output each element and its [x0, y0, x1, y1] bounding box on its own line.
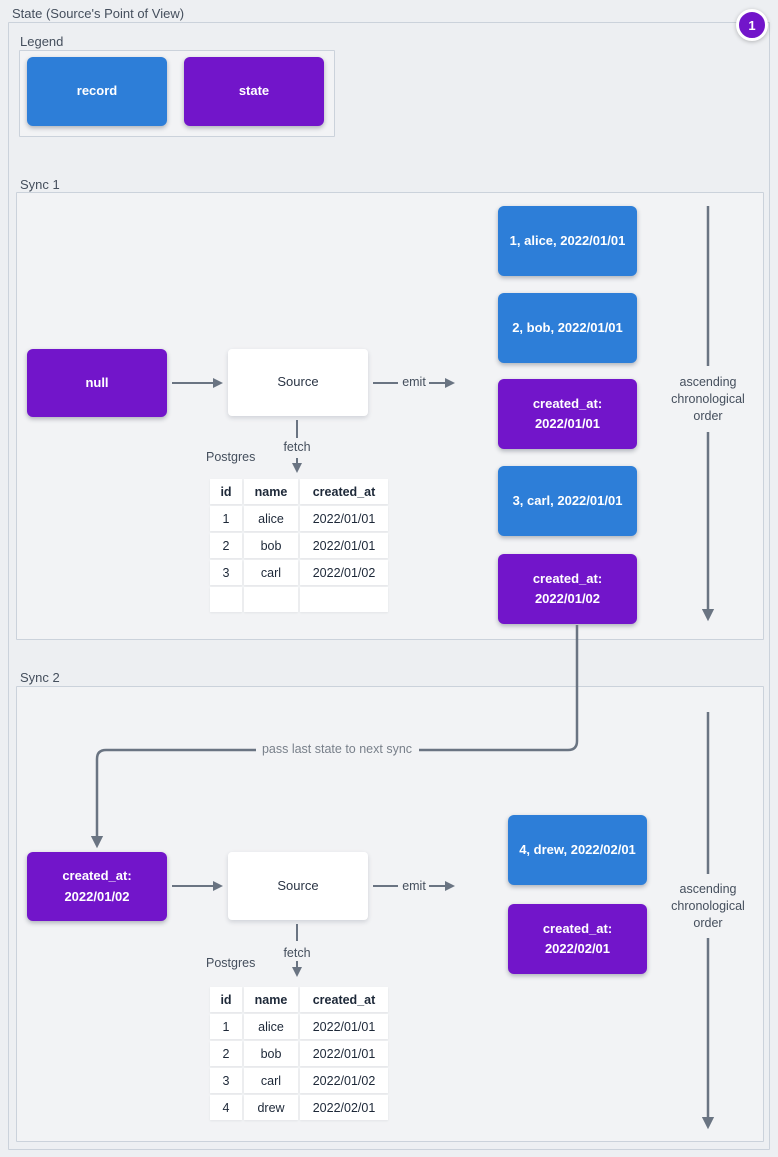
table-cell: bob: [244, 1041, 298, 1066]
table-row: 2 bob 2022/01/01: [210, 1041, 388, 1066]
table-cell: 2022/01/01: [300, 533, 388, 558]
sync2-input-state-node: created_at: 2022/01/02: [27, 852, 167, 921]
sync2-order-note: ascending chronological order: [671, 882, 745, 930]
table-cell: bob: [244, 533, 298, 558]
table-cell: 2022/01/02: [300, 1068, 388, 1093]
table-cell: [210, 587, 242, 612]
sync1-input-state-node: null: [27, 349, 167, 417]
table-cell: 2022/01/02: [300, 560, 388, 585]
sync2-source-node: Source: [228, 852, 368, 920]
sync1-emitted-record-3: 3, carl, 2022/01/01: [498, 466, 637, 536]
sync1-emitted-state-2: created_at: 2022/01/02: [498, 554, 637, 624]
table-row: 3 carl 2022/01/02: [210, 560, 388, 585]
table-cell: 2022/01/01: [300, 506, 388, 531]
table-header-cell: id: [210, 987, 242, 1012]
table-cell: [300, 587, 388, 612]
sync2-postgres-table: id name created_at 1 alice 2022/01/01 2 …: [208, 985, 390, 1122]
table-cell: 2: [210, 533, 242, 558]
table-cell: 2022/02/01: [300, 1095, 388, 1120]
sync1-fetch-label: fetch: [283, 440, 311, 454]
table-header-cell: id: [210, 479, 242, 504]
table-cell: alice: [244, 1014, 298, 1039]
table-row: 2 bob 2022/01/01: [210, 533, 388, 558]
table-header-cell: name: [244, 479, 298, 504]
table-cell: 2022/01/01: [300, 1041, 388, 1066]
sync2-fetch-label: fetch: [283, 946, 311, 960]
table-cell: carl: [244, 560, 298, 585]
sync1-postgres-label: Postgres: [206, 450, 256, 464]
sync1-emit-label: emit: [402, 375, 426, 389]
legend-label: Legend: [20, 34, 64, 49]
sync2-emitted-state-1: created_at: 2022/02/01: [508, 904, 647, 974]
legend-state-swatch: state: [184, 57, 324, 126]
table-header-cell: created_at: [300, 987, 388, 1012]
table-header-cell: name: [244, 987, 298, 1012]
sync2-postgres-label: Postgres: [206, 956, 256, 970]
table-row: 1 alice 2022/01/01: [210, 506, 388, 531]
table-cell: 4: [210, 1095, 242, 1120]
table-cell: 3: [210, 1068, 242, 1093]
sync1-source-node: Source: [228, 349, 368, 416]
table-row: [210, 587, 388, 612]
table-cell: 2022/01/01: [300, 1014, 388, 1039]
table-row: 4 drew 2022/02/01: [210, 1095, 388, 1120]
table-row: 1 alice 2022/01/01: [210, 1014, 388, 1039]
sync1-emitted-record-1: 1, alice, 2022/01/01: [498, 206, 637, 276]
step-badge: 1: [736, 9, 768, 41]
table-header-row: id name created_at: [210, 479, 388, 504]
table-cell: 2: [210, 1041, 242, 1066]
page-title: State (Source's Point of View): [12, 6, 185, 21]
sync1-emitted-state-1: created_at: 2022/01/01: [498, 379, 637, 449]
sync2-emitted-record-1: 4, drew, 2022/02/01: [508, 815, 647, 885]
sync2-label: Sync 2: [20, 670, 60, 685]
table-cell: 3: [210, 560, 242, 585]
outer-frame: [8, 22, 770, 1150]
sync1-postgres-table: id name created_at 1 alice 2022/01/01 2 …: [208, 477, 390, 614]
table-cell: carl: [244, 1068, 298, 1093]
table-cell: drew: [244, 1095, 298, 1120]
sync1-emitted-record-2: 2, bob, 2022/01/01: [498, 293, 637, 363]
table-header-row: id name created_at: [210, 987, 388, 1012]
sync1-order-note: ascending chronological order: [671, 375, 745, 423]
table-cell: alice: [244, 506, 298, 531]
sync2-emit-label: emit: [402, 879, 426, 893]
table-row: 3 carl 2022/01/02: [210, 1068, 388, 1093]
legend-record-swatch: record: [27, 57, 167, 126]
pass-state-label: pass last state to next sync: [261, 742, 413, 756]
sync1-label: Sync 1: [20, 177, 60, 192]
table-cell: [244, 587, 298, 612]
table-cell: 1: [210, 506, 242, 531]
table-header-cell: created_at: [300, 479, 388, 504]
table-cell: 1: [210, 1014, 242, 1039]
